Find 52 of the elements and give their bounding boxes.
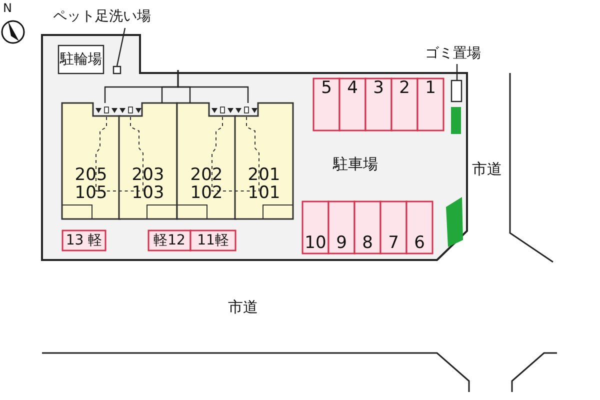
place-label: ペット足洗い場 xyxy=(53,10,151,24)
parking-space xyxy=(302,201,329,254)
parking-space xyxy=(380,201,407,254)
room-number: 102 xyxy=(190,184,223,203)
place-label: ゴミ置場 xyxy=(425,46,481,62)
room-number: 205 xyxy=(74,167,108,185)
place-label: 駐輪場 xyxy=(60,52,102,67)
space-number: 9 xyxy=(336,235,347,253)
parking-space xyxy=(354,201,381,254)
room-number: 203 xyxy=(132,167,164,185)
space-number: 2 xyxy=(399,80,410,98)
space-number: 1 xyxy=(425,80,436,98)
road-label: 市道 xyxy=(228,298,258,317)
parking-space xyxy=(391,78,418,131)
parking-space xyxy=(417,78,444,131)
site-lot xyxy=(42,35,468,261)
parking-space xyxy=(313,78,340,131)
apartment-unit xyxy=(119,103,177,219)
parking-space xyxy=(328,201,355,254)
leader-line xyxy=(456,64,458,80)
room-number: 202 xyxy=(190,167,223,185)
space-number: 4 xyxy=(347,80,358,98)
facility-marker xyxy=(451,80,462,102)
room-number: 101 xyxy=(248,184,280,203)
room-number: 105 xyxy=(74,184,108,203)
compact-parking-space xyxy=(148,230,191,251)
apartment-unit xyxy=(62,103,120,219)
apartment-unit xyxy=(235,103,293,219)
compass-letter: N xyxy=(3,1,12,15)
place-label: 13 軽 xyxy=(66,233,102,248)
room-number: 103 xyxy=(132,184,164,203)
compact-parking-space xyxy=(190,230,236,251)
room-number: 201 xyxy=(248,167,280,185)
area-label: 駐車場 xyxy=(333,155,378,174)
facility-marker xyxy=(113,66,121,74)
space-number: 6 xyxy=(414,235,425,253)
road-label: 市道 xyxy=(472,160,502,179)
apartment-unit xyxy=(177,103,236,219)
place-label: 11軽 xyxy=(197,233,229,248)
parking-space xyxy=(406,201,433,254)
leader-line xyxy=(116,28,126,66)
space-number: 3 xyxy=(373,80,384,98)
compact-parking-space xyxy=(62,230,106,251)
bicycle-parking xyxy=(58,45,104,74)
parking-space xyxy=(365,78,392,131)
space-number: 8 xyxy=(362,235,373,253)
space-number: 10 xyxy=(304,235,326,253)
space-number: 5 xyxy=(321,80,332,98)
leader-line xyxy=(177,70,249,103)
parking-space xyxy=(339,78,366,131)
space-number: 7 xyxy=(388,235,399,253)
place-label: 軽12 xyxy=(154,233,186,248)
